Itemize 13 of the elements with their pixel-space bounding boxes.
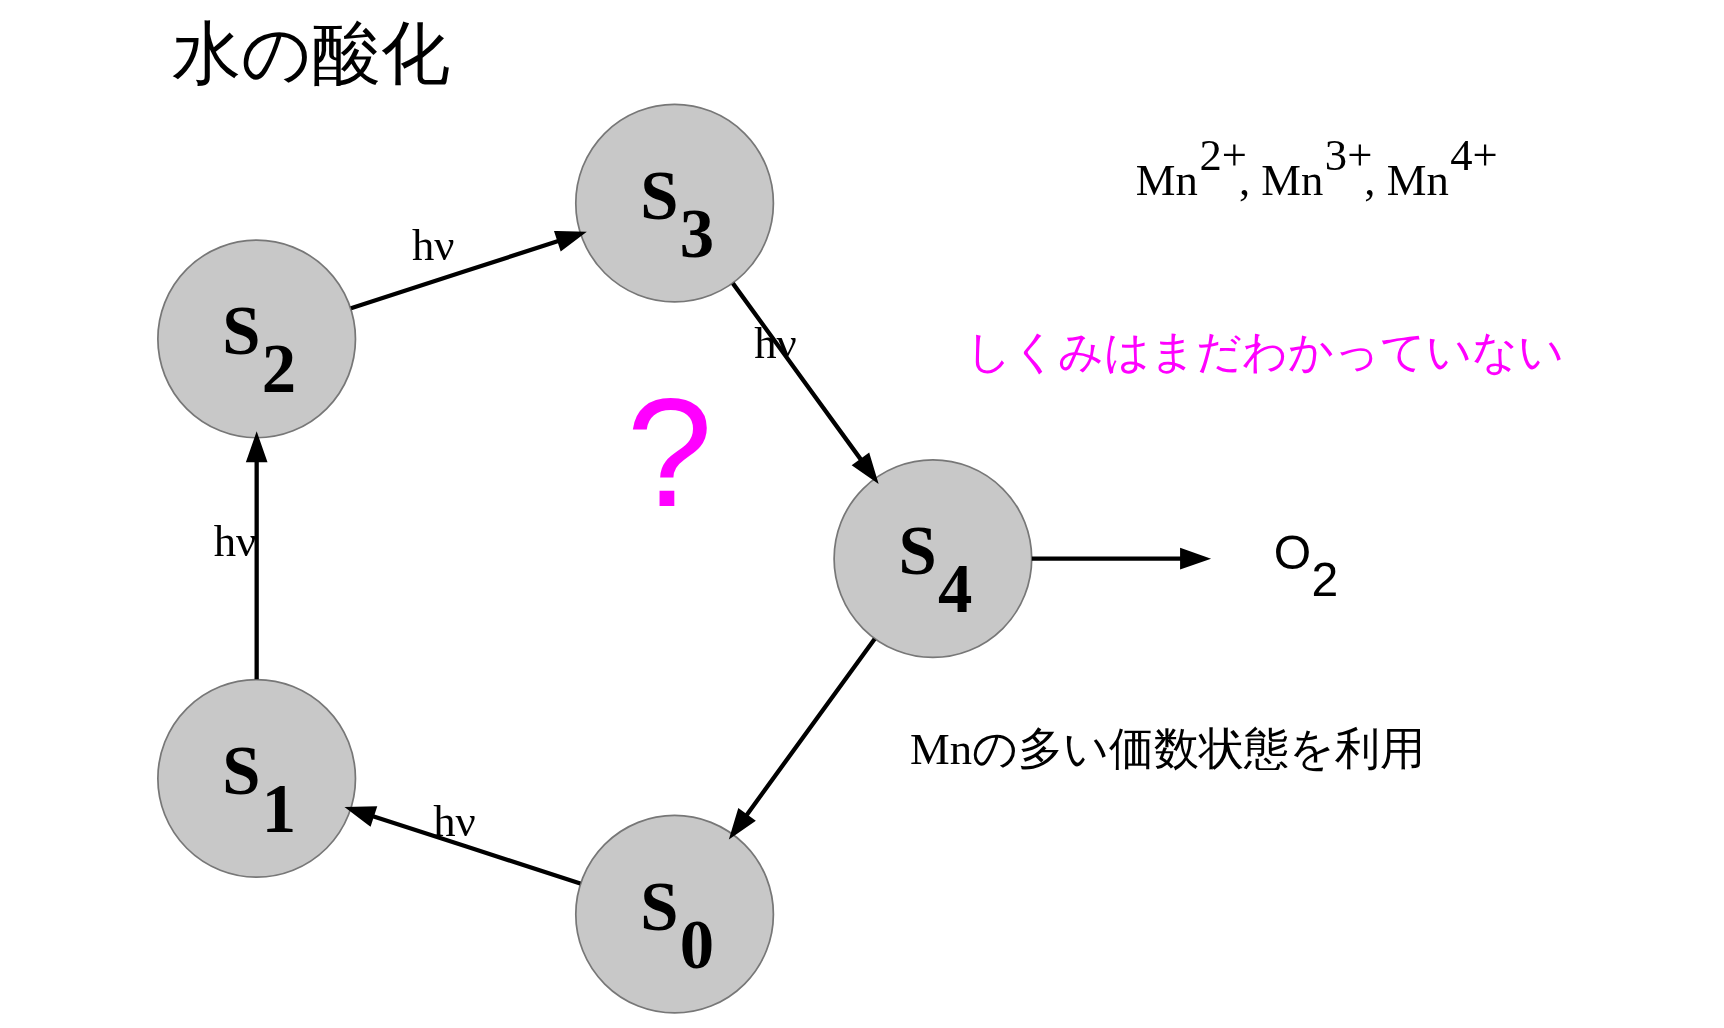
- label: Mnの多い価数状態を利用: [909, 723, 1425, 774]
- arrow: [1031, 547, 1211, 570]
- label: ?: [625, 366, 712, 540]
- edge-label: hν: [411, 220, 455, 271]
- arrow: [349, 230, 587, 311]
- label: しくみはまだわかっていない: [965, 326, 1564, 376]
- arrow: [728, 637, 876, 840]
- arrow: [730, 282, 879, 484]
- arrow: [343, 806, 581, 886]
- arrow: [245, 431, 267, 680]
- edge-label: hν: [432, 795, 476, 846]
- edge-label: hν: [213, 515, 256, 566]
- diagram-title: 水の酸化: [171, 14, 450, 92]
